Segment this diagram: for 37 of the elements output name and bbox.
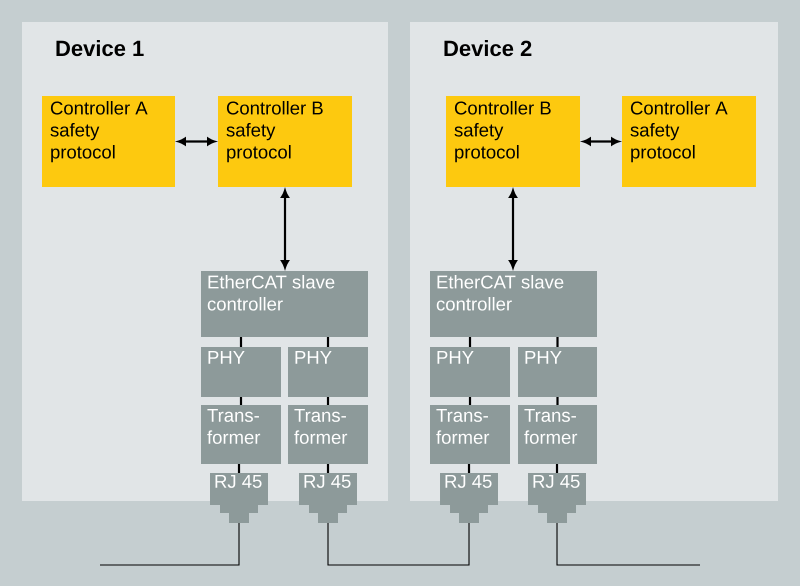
connector (468, 464, 470, 473)
connector (326, 464, 330, 473)
connector (582, 138, 620, 146)
connector (556, 397, 559, 405)
connector (556, 464, 558, 473)
connector (326, 397, 330, 405)
connector (100, 523, 240, 566)
hardware-box: PHY (518, 347, 597, 397)
connector (468, 397, 472, 405)
hardware-box: Trans- former (288, 405, 368, 464)
connector (468, 337, 472, 347)
protocol-box: Controller B safety protocol (446, 96, 580, 187)
connector (240, 397, 242, 405)
hardware-box: PHY (201, 347, 281, 397)
connector (178, 138, 216, 146)
protocol-box: Controller A safety protocol (42, 96, 175, 187)
hardware-box: PHY (430, 347, 510, 397)
rj45-connector: RJ 45 (440, 473, 498, 523)
protocol-box: Controller A safety protocol (622, 96, 756, 187)
hardware-box: Trans- former (201, 405, 281, 464)
hardware-box: EtherCAT slave controller (201, 271, 368, 337)
protocol-box: Controller B safety protocol (218, 96, 352, 187)
hardware-box: PHY (288, 347, 368, 397)
rj45-connector: RJ 45 (210, 473, 268, 523)
connector (281, 190, 289, 268)
connector (327, 523, 470, 566)
connector (240, 337, 242, 347)
connector (509, 190, 517, 268)
connector (556, 337, 559, 347)
rj45-connector: RJ 45 (299, 473, 357, 523)
connector (238, 464, 240, 473)
rj45-connector: RJ 45 (528, 473, 586, 523)
hardware-box: EtherCAT slave controller (430, 271, 597, 337)
connector (556, 523, 700, 566)
hardware-box: Trans- former (518, 405, 597, 464)
connector (326, 337, 330, 347)
hardware-box: Trans- former (430, 405, 510, 464)
